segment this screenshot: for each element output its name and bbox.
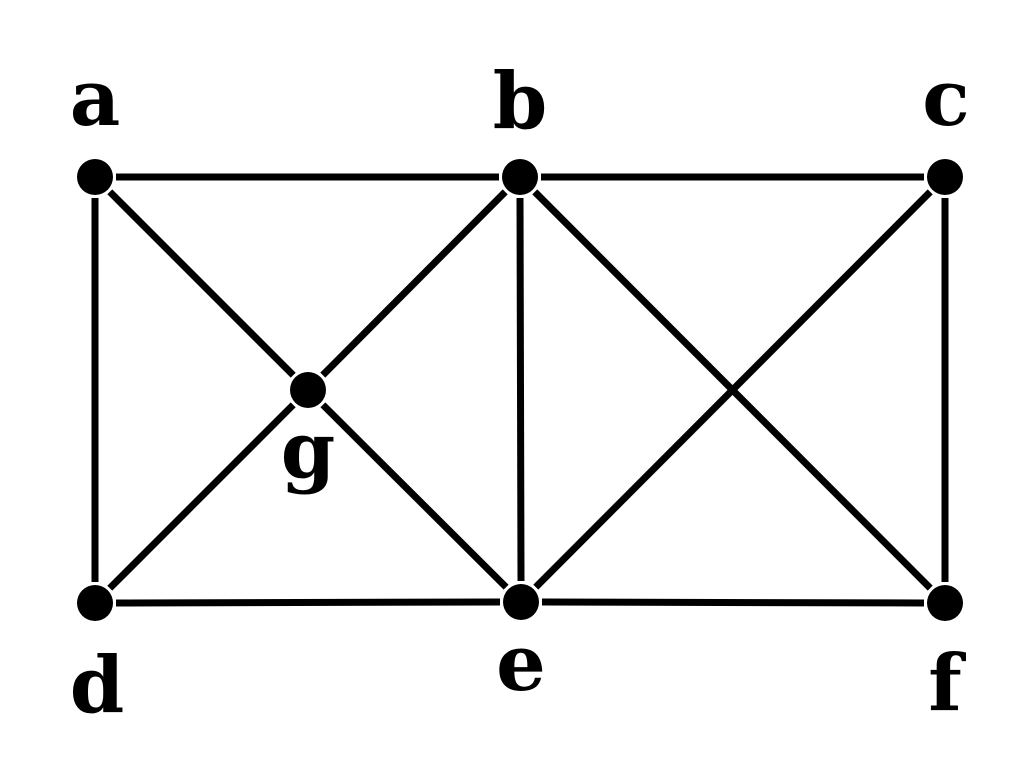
edge-c-e <box>533 189 933 590</box>
node-label-e: e <box>496 618 546 709</box>
edge-g-e <box>320 402 509 590</box>
node-label-c: c <box>922 53 970 144</box>
node-label-b: b <box>493 56 548 147</box>
node-d <box>77 585 113 621</box>
edge-e-f <box>541 598 925 607</box>
node-a <box>77 159 113 195</box>
edge-b-e <box>516 197 525 582</box>
node-label-d: d <box>70 640 125 731</box>
edge-g-b <box>320 189 508 378</box>
edge-d-e <box>115 598 501 607</box>
node-f <box>927 585 963 621</box>
edge-a-g <box>107 189 296 378</box>
node-c <box>927 159 963 195</box>
node-label-g: g <box>281 405 336 496</box>
node-label-f: f <box>928 638 966 729</box>
node-b <box>502 159 538 195</box>
node-g <box>290 372 326 408</box>
edge-d-g <box>107 402 296 591</box>
node-label-a: a <box>70 53 121 144</box>
node-e <box>503 584 539 620</box>
